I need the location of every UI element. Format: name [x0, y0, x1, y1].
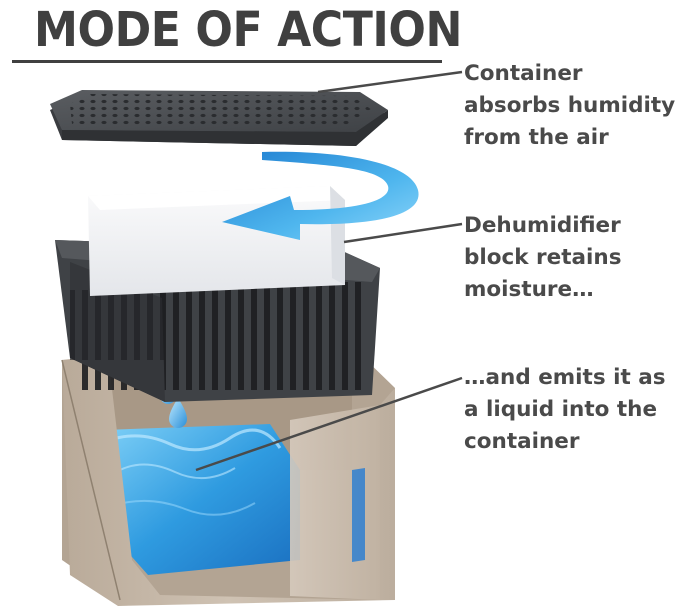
perforated-lid	[50, 90, 388, 146]
collected-water	[104, 424, 300, 575]
caption-block-retains: Dehumidifier block retains moisture…	[464, 210, 622, 306]
caption-line: from the air	[464, 125, 609, 150]
leader-line-container	[317, 70, 463, 94]
caption-line: Container	[464, 61, 583, 86]
leader-line-block	[343, 222, 463, 244]
caption-line: block retains	[464, 245, 622, 270]
caption-emits-liquid: …and emits it as a liquid into the conta…	[464, 362, 666, 458]
page-title: MODE OF ACTION	[34, 2, 462, 58]
caption-line: absorbs humidity	[464, 93, 676, 118]
caption-line: moisture…	[464, 277, 594, 302]
caption-container-absorbs: Container absorbs humidity from the air	[464, 58, 675, 154]
airflow-arrow-icon	[222, 151, 419, 240]
caption-line: Dehumidifier	[464, 213, 621, 238]
caption-line: …and emits it as	[464, 365, 666, 390]
dehumidifier-block	[88, 186, 345, 296]
leader-line-emits	[195, 376, 463, 472]
caption-line: a liquid into the	[464, 397, 658, 422]
title-underline	[12, 60, 442, 63]
caption-line: container	[464, 429, 580, 454]
